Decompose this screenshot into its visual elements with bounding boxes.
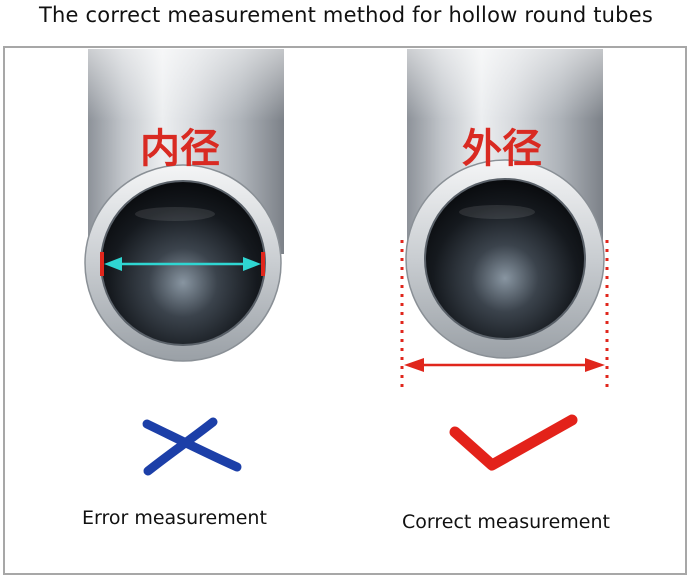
check-icon [449,414,578,471]
left-tube [84,49,284,362]
error-caption: Error measurement [82,507,267,529]
page-title: The correct measurement method for hollo… [39,3,653,27]
inner-diameter-label: 内径 [140,126,220,172]
outer-diameter-label: 外径 [462,126,542,172]
cross-icon [142,417,242,476]
right-tube [405,49,605,359]
outer-diameter-arrow [400,240,609,392]
inner-diameter-arrow [100,252,265,276]
correct-caption: Correct measurement [402,511,610,533]
